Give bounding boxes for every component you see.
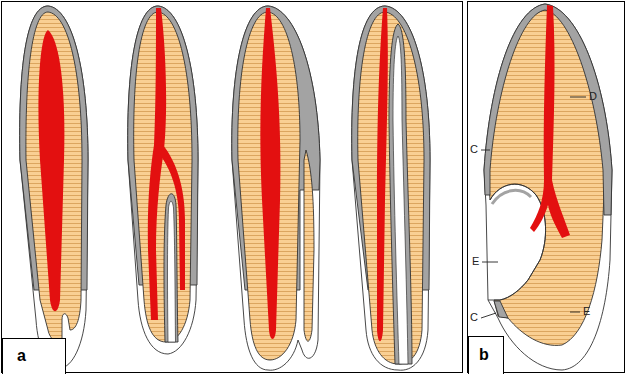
invagination-outline: [488, 184, 546, 300]
cementum: [232, 6, 320, 370]
cementum: [20, 6, 88, 368]
part-label: E: [583, 305, 590, 318]
invagination-enamel: [492, 190, 531, 204]
invagination: [393, 36, 408, 364]
pulp: [377, 8, 388, 341]
tooth-section: [128, 6, 198, 354]
pulp: [530, 5, 570, 238]
pulp: [260, 8, 280, 339]
panel-letter: b: [469, 337, 503, 364]
leader-line: [481, 150, 490, 151]
dentin: [26, 12, 82, 342]
part-label: C: [470, 311, 478, 324]
panel-label-box: a: [2, 338, 66, 374]
enamel: [494, 301, 508, 318]
panel-frame: [468, 2, 625, 373]
part-label: E: [472, 255, 479, 268]
leader-line: [481, 313, 496, 318]
tooth-section: [352, 6, 430, 370]
leader-line: [570, 312, 580, 313]
leader-lines: [481, 97, 586, 318]
invagination-enamel: [164, 194, 178, 342]
part-label: C: [470, 143, 478, 156]
part-label: D: [589, 90, 597, 103]
dentin: [304, 150, 314, 341]
tooth-section: [20, 6, 88, 368]
pulp: [38, 30, 64, 311]
panel-frame: [2, 2, 463, 373]
tooth-section: [484, 4, 612, 370]
invagination: [168, 201, 176, 342]
leader-line: [570, 97, 586, 98]
leader-line: [482, 262, 498, 263]
cementum: [128, 6, 198, 354]
invagination-enamel: [389, 24, 412, 364]
panel-letter: a: [3, 339, 65, 365]
cementum: [484, 4, 612, 370]
pulp: [148, 8, 166, 320]
dentin: [358, 12, 424, 364]
tooth-section: [232, 6, 320, 370]
panel-label-box: b: [468, 336, 504, 374]
cementum: [352, 6, 430, 370]
